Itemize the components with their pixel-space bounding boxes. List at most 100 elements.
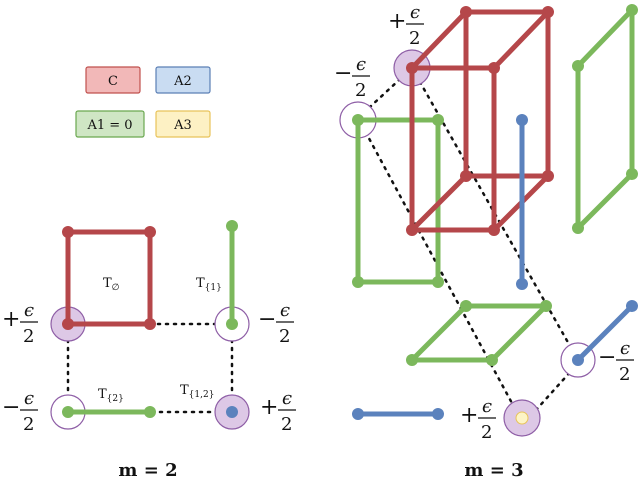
eps-denominator: 2 <box>481 422 492 443</box>
m2-caption: m = 2 <box>118 460 177 481</box>
m3-red-cube-edge <box>491 9 551 71</box>
m2-red-vertex <box>144 226 156 238</box>
eps-denominator: 2 <box>355 80 366 101</box>
m2-red-vertex <box>144 318 156 330</box>
m3-green-vertex <box>406 354 418 366</box>
eps-sign: − <box>598 345 616 370</box>
eps-numerator: ϵ <box>620 338 630 359</box>
m2-label-t-1: T{1} <box>196 276 222 293</box>
m3-red-cube-edge <box>409 173 469 233</box>
m3-eps-plus-top: + ϵ 2 <box>388 2 424 49</box>
m2-eps-plus-left: + ϵ 2 <box>2 300 38 347</box>
legend-item-a1: A1 = 0 <box>75 110 145 138</box>
m2-label-t-12: T{1,2} <box>180 383 214 400</box>
eps-sign: − <box>2 395 20 420</box>
eps-denominator: 2 <box>409 28 420 49</box>
m3-green-vertex <box>540 300 552 312</box>
m2-red-vertex <box>62 318 74 330</box>
eps-numerator: ϵ <box>282 388 292 409</box>
m3-green-vertex <box>432 114 444 126</box>
m3-red-vertex <box>406 224 418 236</box>
eps-denominator: 2 <box>281 414 292 435</box>
m3-blue-vertex <box>516 114 528 126</box>
m3-blue-vertex <box>626 300 638 312</box>
m3-green-parallelogram-right <box>575 7 635 231</box>
legend-label-a3: A3 <box>173 118 192 133</box>
m3-green-vertex <box>572 222 584 234</box>
m3-blue-vertices <box>352 114 638 420</box>
eps-denominator: 2 <box>23 326 34 347</box>
m3-red-vertex <box>460 6 472 18</box>
eps-denominator: 2 <box>279 326 290 347</box>
m3-red-cube-back-face <box>463 9 551 179</box>
legend-swatch-a2 <box>155 66 211 94</box>
m3-green-parallelogram-bottom <box>409 303 549 363</box>
m3-blue-vertex <box>352 408 364 420</box>
eps-sign: − <box>334 61 352 86</box>
m2-label-t-empty: T∅ <box>103 276 120 293</box>
m3-eps-plus-bottom: + ϵ 2 <box>460 396 496 443</box>
eps-numerator: ϵ <box>280 300 290 321</box>
legend-swatch-a3 <box>155 110 211 138</box>
legend-label-c: C <box>108 74 118 89</box>
m3-green-vertex <box>626 168 638 180</box>
m3-yellow-vertex <box>515 411 529 425</box>
m2-label-t-2: T{2} <box>98 387 124 404</box>
eps-sign: − <box>258 307 276 332</box>
eps-sign: + <box>388 9 406 34</box>
m3-green-vertex <box>352 276 364 288</box>
legend-label-a1: A1 = 0 <box>86 118 132 133</box>
m3-link <box>534 368 574 412</box>
m3-green-vertex <box>432 276 444 288</box>
m2-eps-minus-right-top: − ϵ 2 <box>258 300 294 347</box>
m3-blue-vertex <box>572 354 584 366</box>
m3-red-vertex <box>406 62 418 74</box>
legend-item-a2: A2 <box>155 66 211 94</box>
eps-denominator: 2 <box>619 364 630 385</box>
legend-label-a2: A2 <box>173 74 192 89</box>
m2-eps-plus-right-bottom: + ϵ 2 <box>260 388 296 435</box>
m2-green-vertex <box>144 406 156 418</box>
legend-item-a3: A3 <box>155 110 211 138</box>
eps-numerator: ϵ <box>24 300 34 321</box>
m3-eps-minus-left: − ϵ 2 <box>334 54 370 101</box>
m3-green-vertices <box>352 4 638 366</box>
m3-green-vertex <box>460 300 472 312</box>
m3-red-vertex <box>460 170 472 182</box>
m3-blue-vertex <box>516 278 528 290</box>
m3-green-square-left <box>355 117 441 285</box>
m3-red-cube-front-face <box>409 65 497 233</box>
eps-numerator: ϵ <box>410 2 420 23</box>
m3-blue-vertex <box>432 408 444 420</box>
m3-diagram: + ϵ 2 − ϵ 2 − ϵ 2 + ϵ 2 m = 3 <box>334 2 638 481</box>
m3-red-vertex <box>542 170 554 182</box>
legend: C A2 A1 = 0 A3 <box>75 66 211 138</box>
eps-sign: + <box>460 403 478 428</box>
m2-blue-vertex <box>226 406 238 418</box>
m3-green-vertex <box>626 4 638 16</box>
m3-green-vertex <box>352 114 364 126</box>
m2-green-vertex <box>226 220 238 232</box>
legend-item-c: C <box>85 66 141 94</box>
legend-swatch-c <box>85 66 141 94</box>
m2-diagram: T∅ T{1} T{2} T{1,2} + ϵ 2 − ϵ 2 − ϵ 2 + … <box>2 220 296 481</box>
eps-numerator: ϵ <box>356 54 366 75</box>
eps-numerator: ϵ <box>24 388 34 409</box>
m3-green-vertex <box>486 354 498 366</box>
m3-red-vertex <box>488 224 500 236</box>
m2-red-vertex <box>62 226 74 238</box>
m3-red-cube-edge <box>409 9 469 71</box>
m2-green-vertex <box>226 318 238 330</box>
eps-numerator: ϵ <box>482 396 492 417</box>
m3-red-vertices <box>406 6 554 236</box>
m3-green-vertex <box>572 60 584 72</box>
m2-eps-minus-left-bottom: − ϵ 2 <box>2 388 38 435</box>
eps-denominator: 2 <box>23 414 34 435</box>
legend-swatch-a1 <box>75 110 145 138</box>
m3-caption: m = 3 <box>464 460 523 481</box>
m2-green-vertex <box>62 406 74 418</box>
eps-sign: + <box>2 307 20 332</box>
eps-sign: + <box>260 395 278 420</box>
m3-red-vertex <box>488 62 500 74</box>
